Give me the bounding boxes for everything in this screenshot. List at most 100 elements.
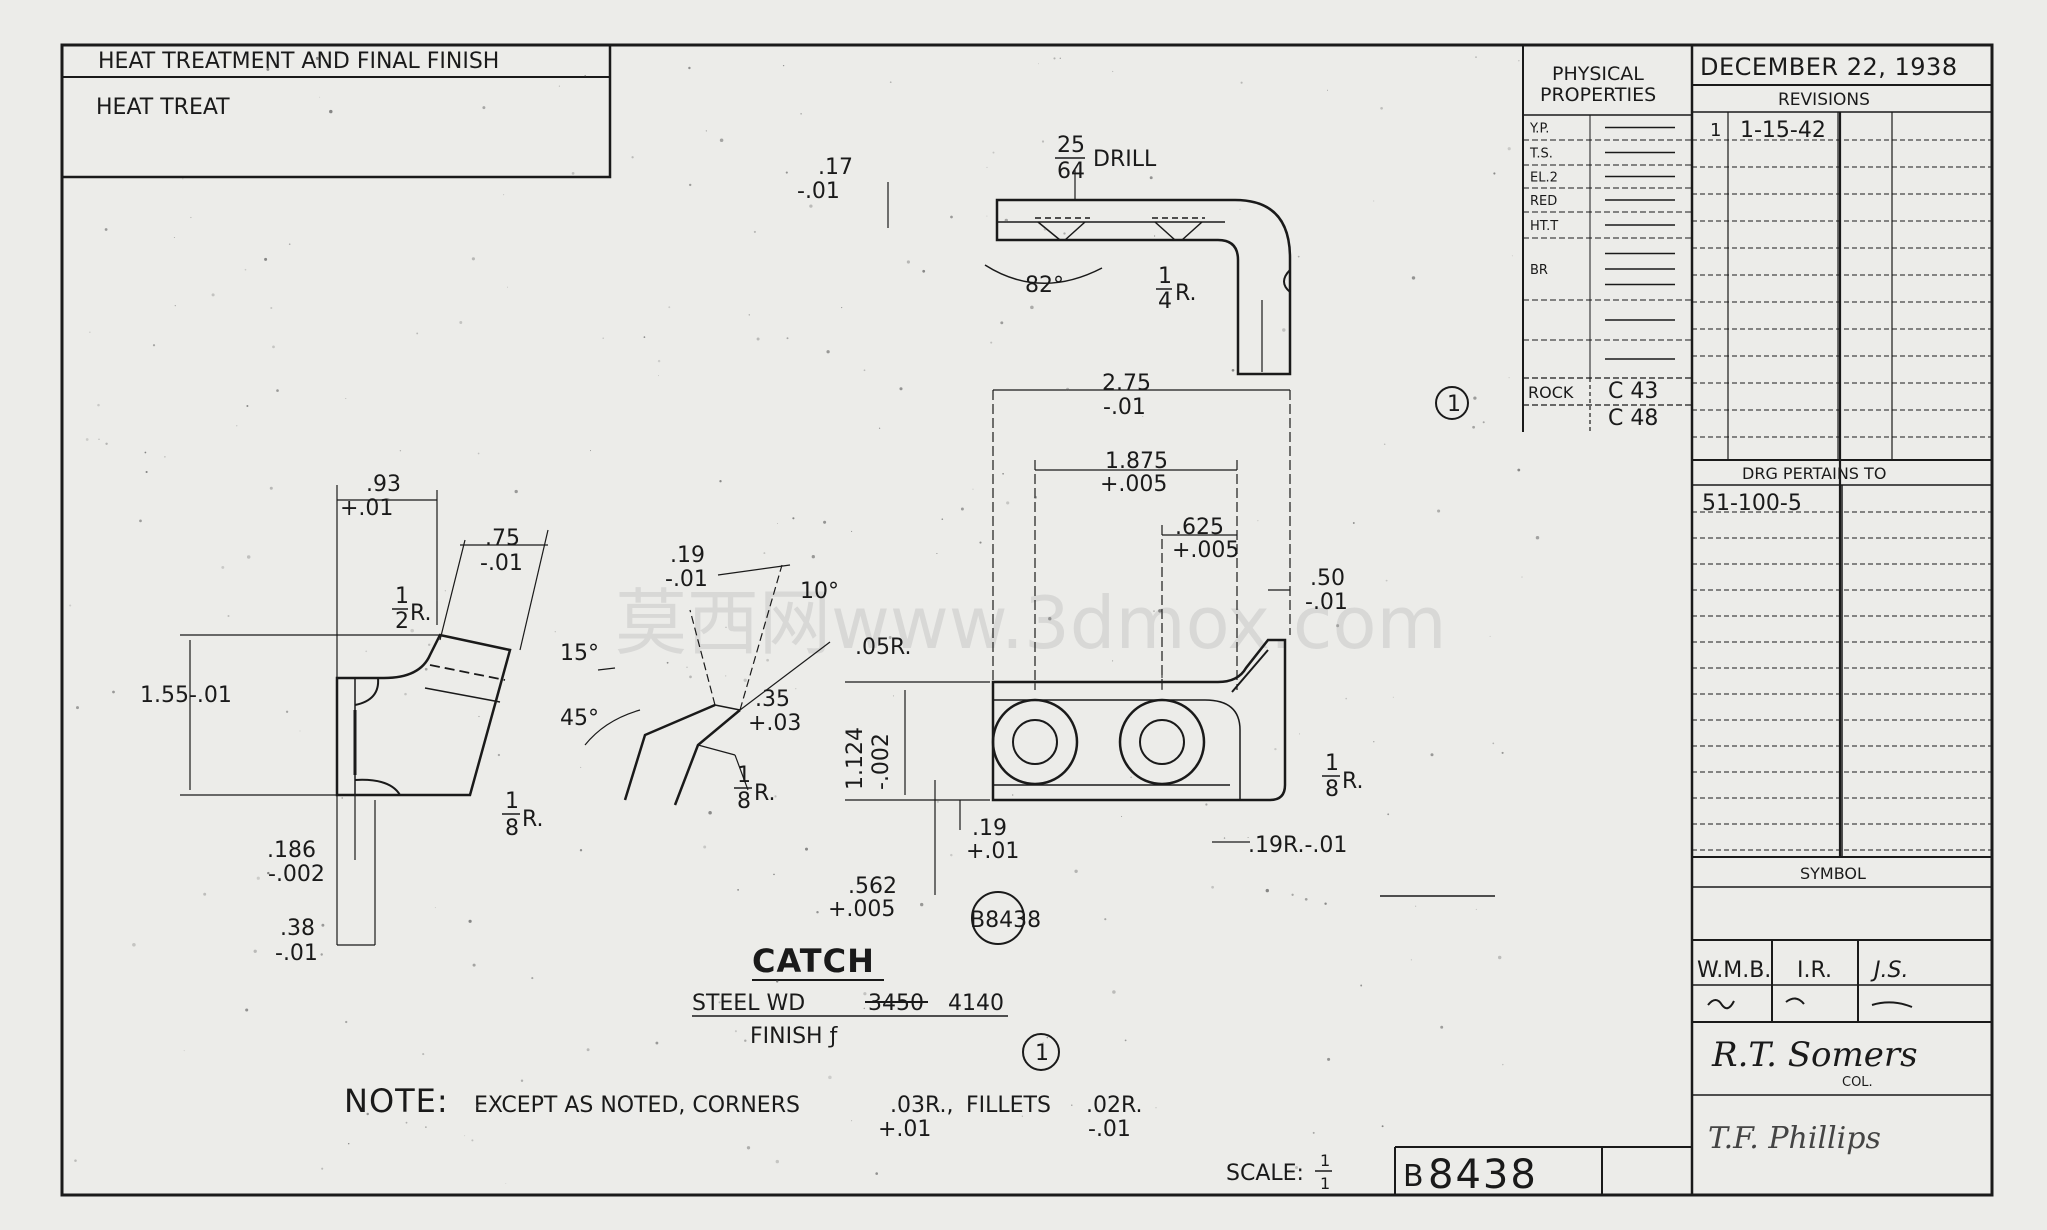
paper-speck	[950, 853, 953, 857]
paper-speck	[688, 66, 691, 70]
paper-speck	[777, 523, 778, 525]
paper-speck	[744, 1039, 747, 1042]
paper-speck	[643, 336, 646, 338]
heat-treatment-title: HEAT TREATMENT AND FINAL FINISH	[98, 49, 499, 74]
dim-r18c-den: 8	[1325, 777, 1339, 802]
paper-speck	[1021, 1115, 1023, 1117]
paper-speck	[1205, 803, 1208, 806]
paper-speck	[245, 1008, 249, 1012]
paper-speck	[826, 350, 830, 354]
signoff-block: W.M.B. I.R. J.S. R.T. Somers COL. T.F. P…	[1692, 940, 1992, 1156]
paper-speck	[805, 847, 808, 851]
initials-scribble	[1707, 997, 1913, 1010]
paper-speck	[1482, 421, 1485, 424]
note-corner-tol: +.01	[878, 1117, 931, 1142]
dim-15-deg: 15°	[560, 641, 599, 666]
paper-speck	[164, 456, 166, 458]
paper-speck	[405, 1121, 408, 1124]
drawing-date: DECEMBER 22, 1938	[1700, 53, 1958, 81]
part-number-circled: B8438	[970, 908, 1041, 933]
paper-speck	[404, 692, 407, 696]
paper-speck	[766, 658, 769, 662]
paper-speck	[482, 106, 486, 110]
paper-speck	[531, 977, 534, 980]
revisions-table: DECEMBER 22, 1938 REVISIONS 1 1-15-42 DR…	[1692, 53, 1992, 941]
property-row-label: Y.P.	[1529, 122, 1549, 137]
paper-speck	[658, 375, 659, 377]
property-row-label: RED	[1530, 194, 1557, 209]
pertains-value: 51-100-5	[1702, 491, 1802, 516]
scale-den: 1	[1320, 1174, 1330, 1193]
paper-speck	[1508, 377, 1510, 379]
paper-speck	[132, 943, 136, 947]
paper-speck	[756, 337, 760, 341]
paper-speck	[1240, 81, 1243, 84]
paper-speck	[816, 910, 819, 914]
dim-r18c-num: 1	[1325, 751, 1339, 776]
paper-speck	[786, 337, 789, 340]
paper-speck	[97, 403, 100, 407]
dim-35-tol: +.03	[748, 711, 801, 736]
paper-speck	[478, 715, 480, 718]
paper-speck	[89, 331, 91, 333]
material-prefix: STEEL WD	[692, 991, 805, 1016]
material-old: 3450	[868, 991, 924, 1016]
paper-speck	[104, 228, 108, 231]
paper-speck	[1440, 1025, 1444, 1029]
paper-speck	[1041, 140, 1045, 143]
paper-speck	[321, 1167, 324, 1170]
paper-speck	[922, 269, 926, 273]
dim-50-tol: -.01	[1305, 590, 1348, 615]
dim-75-tol: -.01	[480, 551, 523, 576]
note-fillet-text: FILLETS	[966, 1093, 1051, 1118]
paper-speck	[244, 268, 247, 271]
paper-speck	[1004, 218, 1008, 223]
paper-speck	[1437, 509, 1441, 513]
paper-speck	[906, 260, 910, 264]
paper-speck	[347, 1142, 350, 1145]
dim-r14-num: 1	[1158, 264, 1172, 289]
dim-17: .17	[818, 155, 853, 180]
properties-header-1: PHYSICAL	[1552, 63, 1644, 85]
paper-speck	[743, 678, 747, 682]
paper-speck	[1142, 416, 1144, 417]
paper-speck	[851, 1120, 853, 1122]
paper-speck	[1130, 776, 1132, 779]
paper-speck	[1492, 742, 1495, 745]
paper-speck	[776, 980, 779, 983]
paper-speck	[69, 604, 72, 607]
paper-speck	[85, 438, 89, 441]
paper-speck	[1502, 1063, 1504, 1066]
paper-speck	[589, 450, 592, 452]
paper-speck	[1511, 255, 1513, 257]
dim-r18c-label: R.	[1342, 769, 1364, 794]
title-number: 8438	[1428, 1152, 1538, 1198]
side-view	[180, 485, 549, 946]
paper-speck	[1498, 955, 1502, 960]
dim-r12-num: 1	[395, 584, 409, 609]
paper-speck	[725, 626, 727, 628]
paper-speck	[468, 919, 472, 923]
paper-speck	[416, 332, 419, 335]
paper-speck	[436, 600, 438, 602]
paper-speck	[471, 257, 475, 261]
paper-speck	[1265, 888, 1269, 893]
paper-speck	[704, 1094, 707, 1096]
paper-speck	[145, 470, 148, 474]
paper-speck	[1521, 576, 1523, 578]
section-detail	[584, 564, 831, 806]
paper-speck	[785, 171, 788, 174]
paper-speck	[1038, 63, 1039, 65]
paper-speck	[718, 1001, 721, 1004]
paper-speck	[631, 156, 634, 159]
paper-speck	[920, 902, 924, 907]
paper-speck	[795, 688, 797, 690]
paper-speck	[272, 345, 275, 349]
paper-speck	[1154, 235, 1156, 237]
dim-r12-label: R.	[410, 601, 432, 626]
dim-625-tol: +.005	[1172, 538, 1239, 563]
paper-speck	[809, 204, 813, 208]
paper-speck	[203, 892, 207, 896]
dim-r18b-den: 8	[737, 789, 751, 814]
paper-speck	[992, 151, 995, 154]
